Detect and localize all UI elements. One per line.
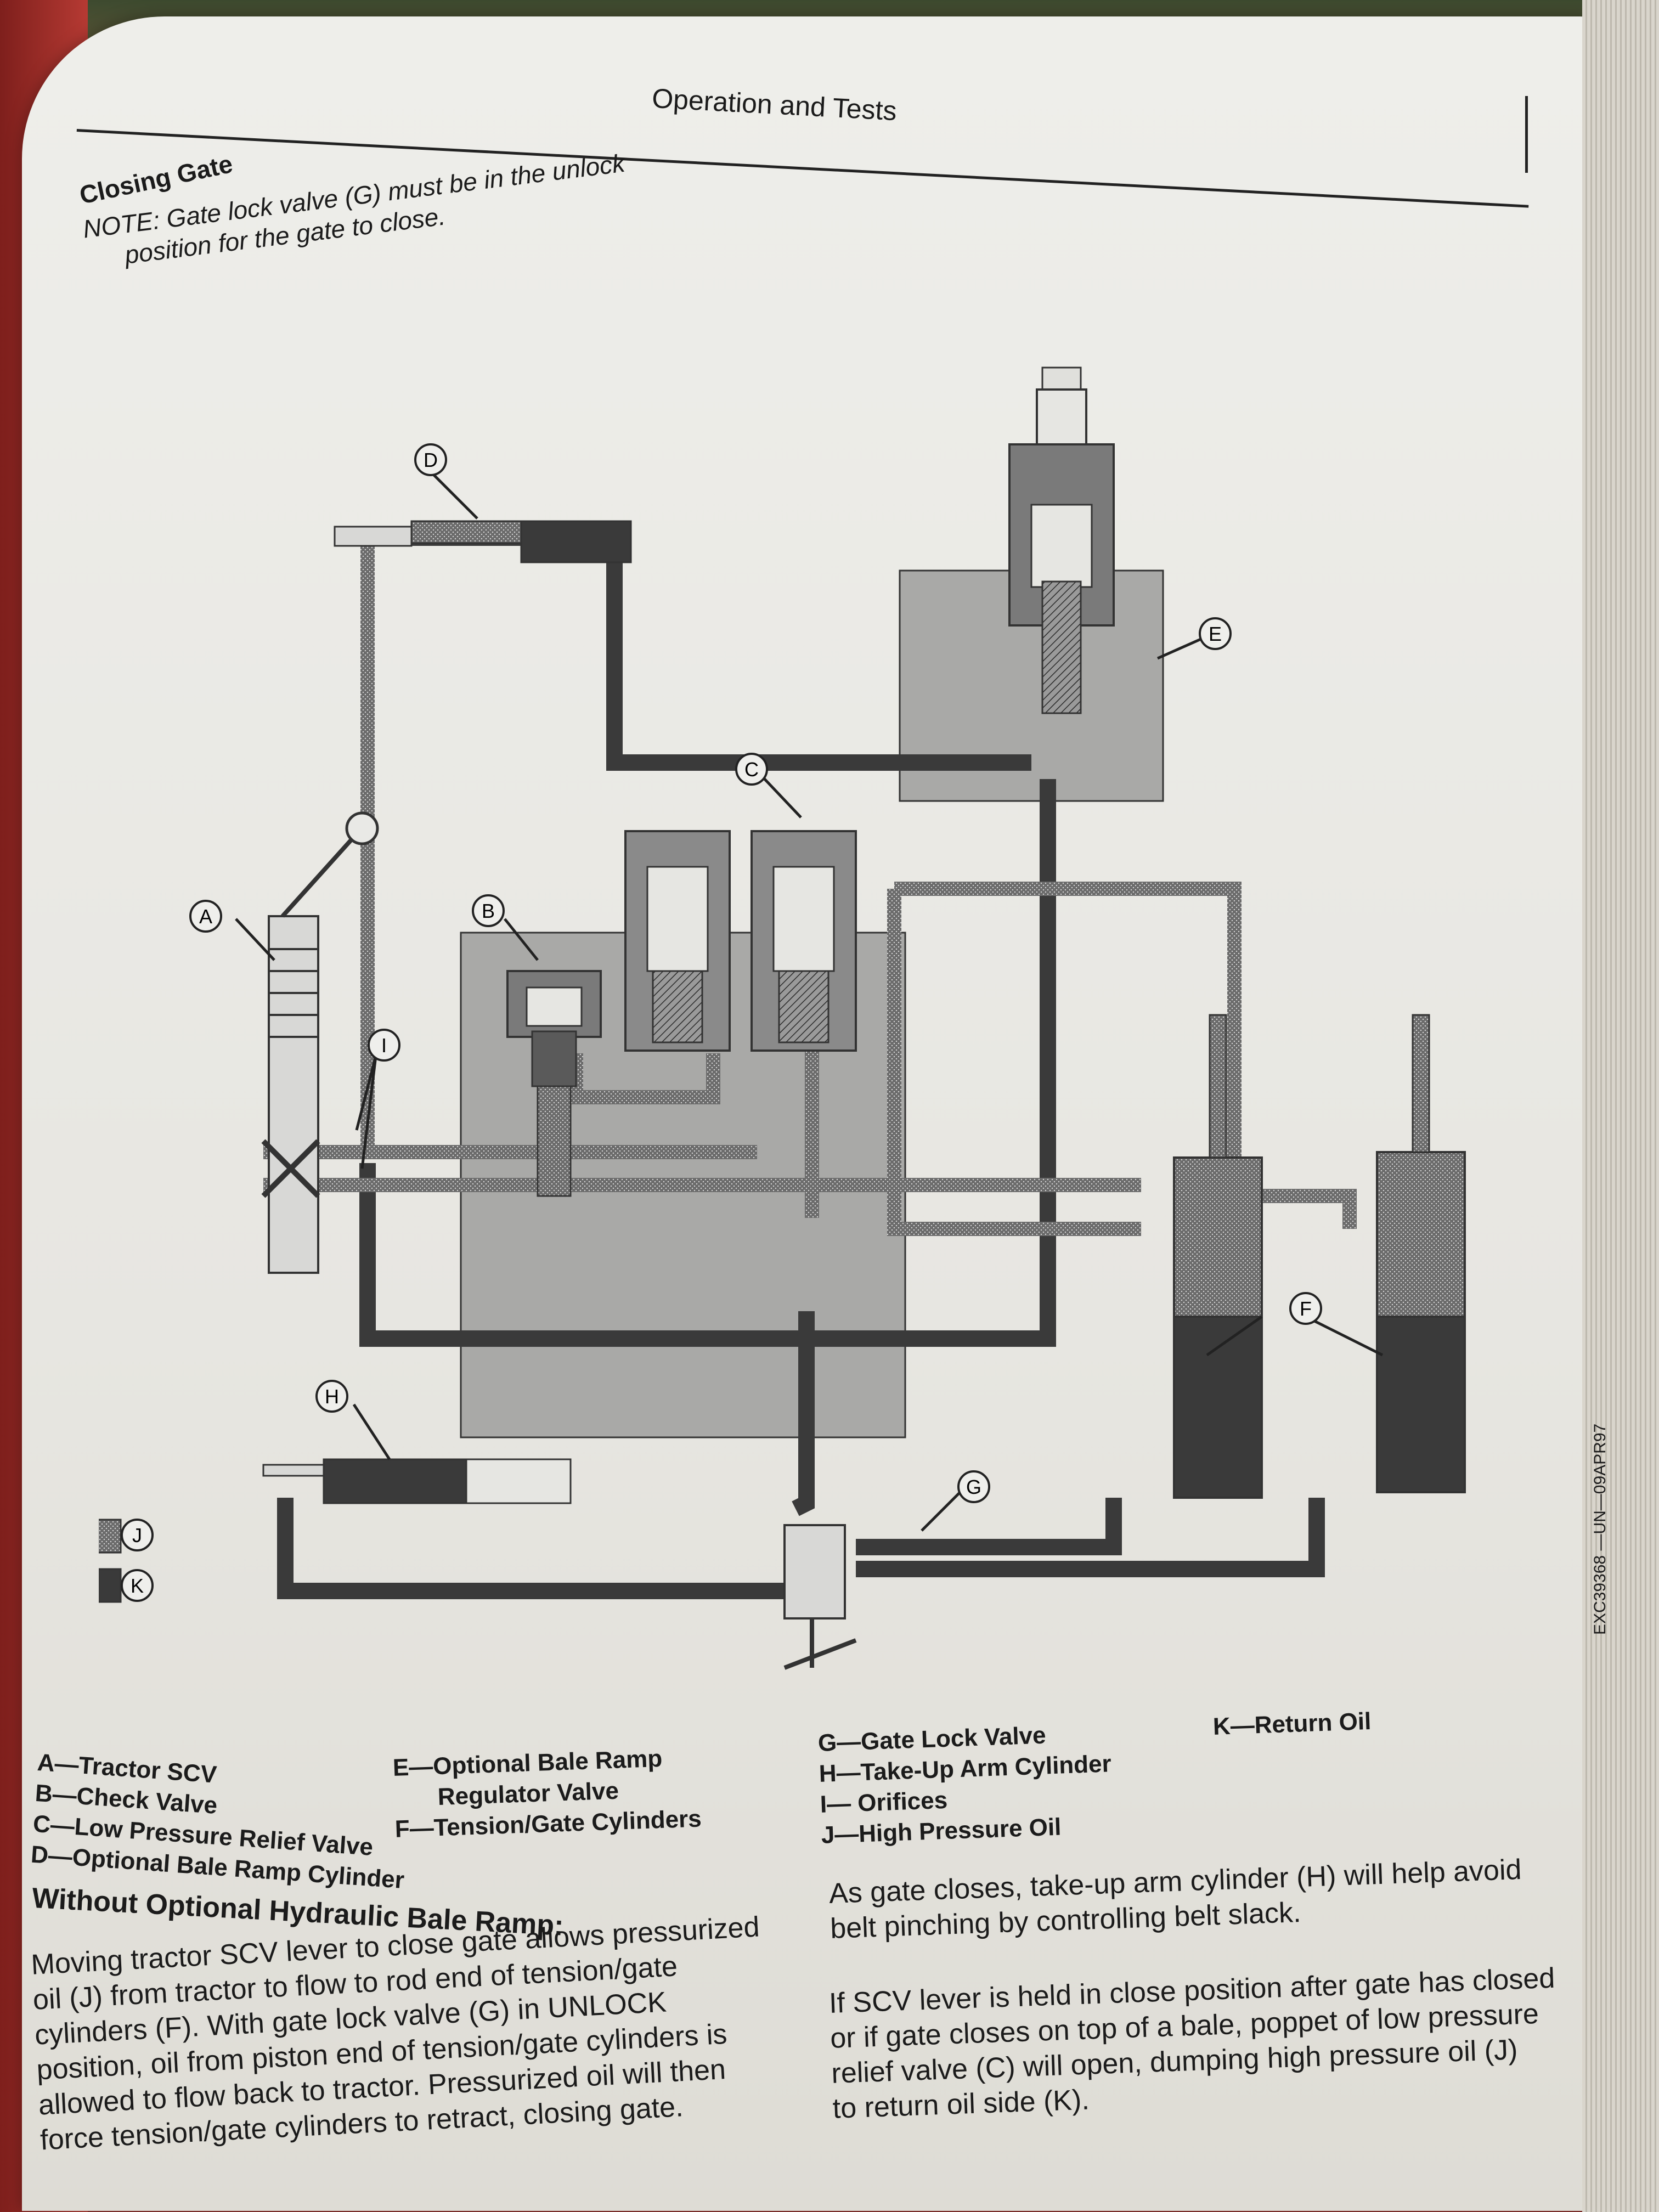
callout-label: K [131,1575,144,1597]
low-pressure-relief-valves [624,830,857,1052]
tractor-scv [261,811,379,1274]
callout-H: H [315,1380,348,1413]
callout-C: C [735,753,768,786]
callout-B: B [472,894,505,927]
take-up-arm-cylinder [262,1458,572,1504]
legend-column: A—Tractor SCV B—Check Valve C—Low Pressu… [30,1747,411,1896]
callout-label: A [199,905,212,928]
callout-A: A [189,900,222,933]
body-paragraph-left: Moving tractor SCV lever to close gate a… [30,1909,770,2158]
gate-lock-valve [783,1524,857,1670]
lower-lines [277,1498,1325,1599]
legend-column: G—Gate Lock Valve H—Take-Up Arm Cylinder… [817,1718,1114,1850]
callout-label: I [381,1034,387,1057]
body-paragraph-right-2: If SCV lever is held in close position a… [828,1961,1559,2126]
legend-column: K—Return Oil [1212,1706,1372,1742]
header-rule-vertical [1525,96,1528,173]
figure-code: EXC39368 —UN—09APR97 [1591,1423,1609,1635]
legend-swatch-return-oil [99,1568,122,1603]
legend-column: E—Optional Bale Ramp Regulator Valve F—T… [392,1742,702,1844]
legend-item: K—Return Oil [1212,1707,1372,1740]
callout-label: C [744,758,759,781]
callout-E: E [1199,617,1232,650]
callout-J: J [121,1519,154,1551]
callout-label: H [325,1385,339,1408]
legend-swatch-high-pressure [99,1519,122,1554]
callout-label: F [1300,1297,1312,1320]
callout-D: D [414,443,447,476]
hydraulic-diagram: A B C D E F G H I J K [99,366,1466,1670]
callout-G: G [957,1470,990,1503]
callout-label: E [1209,623,1222,645]
bale-ramp-regulator-valve [1008,366,1115,714]
check-valve [506,970,602,1197]
callout-label: G [966,1476,981,1498]
callout-label: D [424,449,438,471]
page-stack-edges [1582,0,1659,2212]
callout-label: J [132,1524,142,1547]
callout-label: B [482,900,495,922]
optional-bale-ramp-cylinder [334,520,632,563]
callout-K: K [121,1569,154,1602]
callout-leaders [235,468,1384,1532]
callout-F: F [1289,1292,1322,1325]
callout-I: I [368,1029,400,1062]
tension-gate-cylinders [1173,1014,1466,1499]
